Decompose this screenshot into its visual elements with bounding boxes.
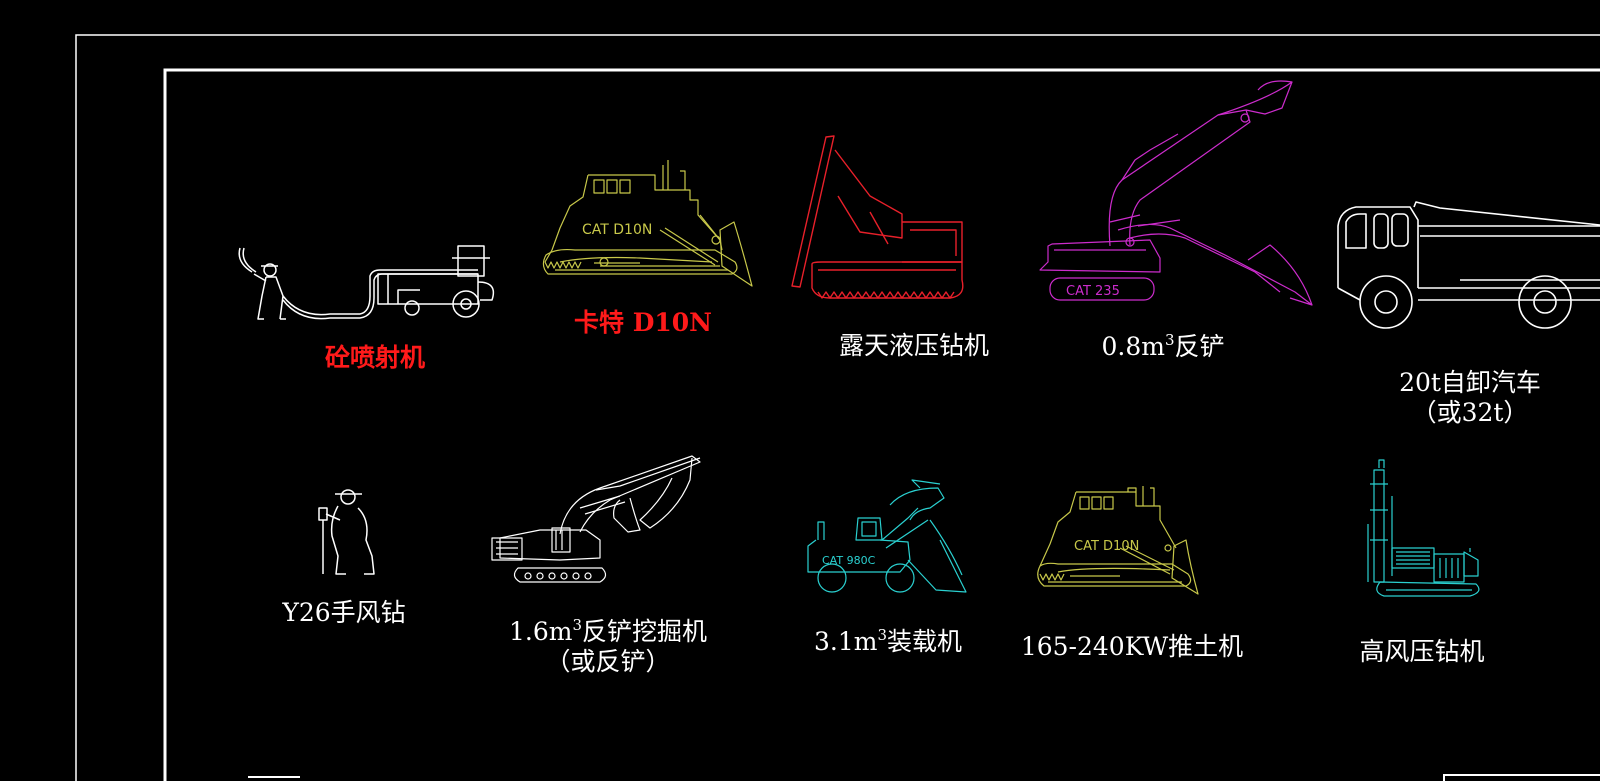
label-loader-31-suffix: 装载机 [887, 627, 963, 656]
label-excavator-16-line2: （或反铲） [545, 647, 671, 676]
label-backhoe-08: 0.8m3反铲 [1101, 332, 1224, 362]
label-shotcrete: 砼喷射机 [324, 343, 426, 372]
label-backhoe-08-sup: 3 [1164, 331, 1175, 349]
shotcrete-machine-drawing [238, 245, 495, 320]
y26-hand-drill-drawing [318, 489, 375, 575]
cat-d10n-bulldozer-drawing [542, 160, 753, 287]
cat980c-marking: CAT 980C [822, 554, 876, 567]
label-cat-d10n: 卡特 D10N [573, 308, 713, 337]
label-hydraulic-drill: 露天液压钻机 [838, 331, 990, 360]
backhoe-0.8-drawing [1039, 80, 1313, 306]
label-y26-drill: Y26手风钻 [282, 598, 406, 627]
label-excavator-16-main: 1.6m [508, 617, 573, 646]
label-bulldozer-kw: 165-240KW推土机 [1020, 632, 1244, 661]
bulldozer-165-240kw-drawing [1037, 486, 1199, 595]
hydraulic-drill-drawing [791, 135, 964, 299]
label-backhoe-08-main: 0.8m [1101, 332, 1165, 361]
d10n-marking: CAT D10N [582, 222, 652, 238]
drawing-frames [75, 34, 1600, 781]
frame-tick-right [1443, 774, 1600, 781]
excavator-1.6-drawing [491, 455, 701, 583]
label-dump-truck-line2: （或32t） [1411, 398, 1529, 427]
label-backhoe-08-suffix: 反铲 [1174, 332, 1225, 361]
label-excavator-16-sup: 3 [572, 616, 582, 634]
cat235-marking: CAT 235 [1066, 284, 1120, 299]
label-dump-truck: 20t自卸汽车（或32t） [1399, 368, 1541, 428]
label-hp-drill: 高风压钻机 [1359, 637, 1485, 666]
dump-truck-drawing [1337, 201, 1600, 329]
high-pressure-drill-drawing [1367, 459, 1480, 597]
inner-frame [163, 68, 1600, 781]
label-dump-truck-line1: 20t自卸汽车 [1399, 368, 1541, 397]
loader-3.1-drawing [807, 479, 967, 593]
label-loader-31: 3.1m3装载机 [814, 627, 962, 657]
label-loader-31-main: 3.1m [813, 627, 878, 656]
label-loader-31-sup: 3 [877, 626, 887, 644]
d10n-marking-lower: CAT D10N [1074, 539, 1139, 554]
label-excavator-16-suffix: 反铲挖掘机 [582, 617, 708, 646]
label-excavator-16: 1.6m3反铲挖掘机（或反铲） [509, 617, 707, 677]
outer-frame [75, 34, 1600, 781]
